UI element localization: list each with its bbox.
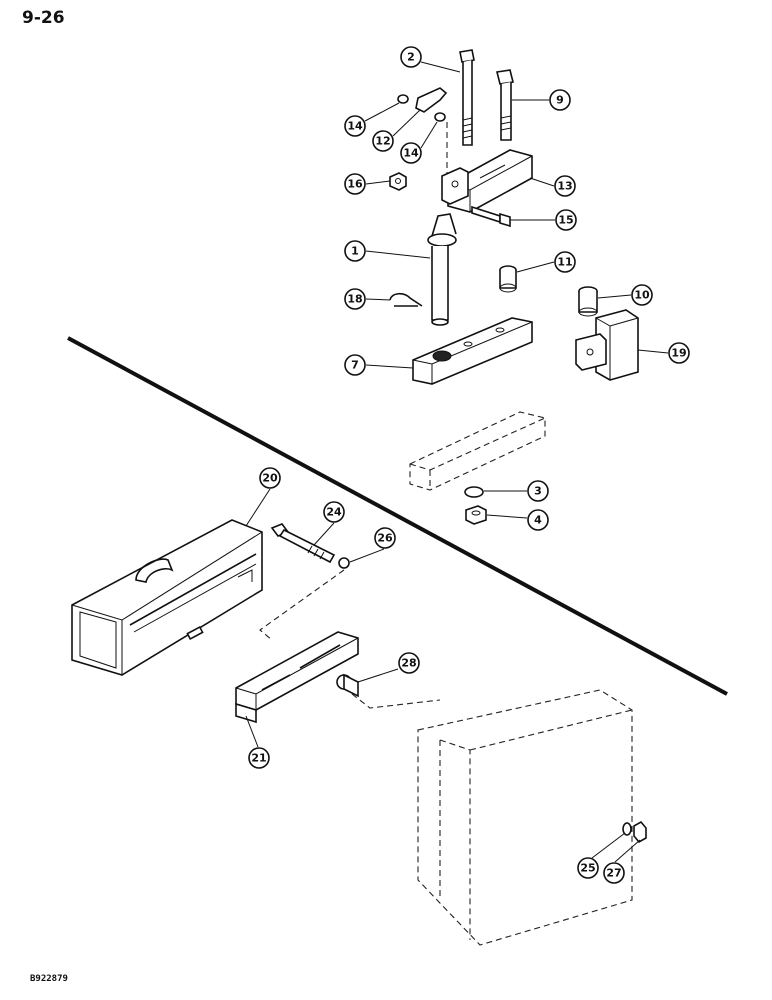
callout-25: 25 (577, 857, 599, 879)
svg-text:27: 27 (606, 867, 621, 880)
callout-16: 16 (344, 173, 366, 195)
part-bushing (499, 265, 517, 293)
callout-10: 10 (631, 284, 653, 306)
svg-text:11: 11 (557, 256, 572, 269)
part-bolt-short (496, 69, 514, 141)
part-spacer (336, 673, 359, 698)
svg-text:19: 19 (671, 347, 686, 360)
svg-text:1: 1 (351, 245, 359, 258)
part-block (412, 317, 533, 385)
part-washer (397, 94, 409, 104)
part-bracket (441, 149, 533, 213)
callout-7: 7 (344, 354, 366, 376)
svg-text:25: 25 (580, 862, 595, 875)
section-divider-line (67, 336, 728, 696)
part-washer (434, 112, 446, 122)
svg-text:7: 7 (351, 359, 359, 372)
svg-text:12: 12 (375, 135, 390, 148)
callout-2: 2 (400, 46, 422, 68)
callout-14a: 14 (344, 115, 366, 137)
callout-15: 15 (555, 209, 577, 231)
svg-text:21: 21 (251, 752, 266, 765)
part-bolt-long (270, 523, 336, 564)
part-mount-plate-phantom (409, 411, 546, 491)
svg-text:20: 20 (262, 472, 278, 485)
part-nut (389, 172, 407, 191)
part-bolt-long (459, 49, 475, 146)
part-washer (622, 822, 632, 836)
callout-4: 4 (527, 509, 549, 531)
callout-1: 1 (344, 240, 366, 262)
callout-27: 27 (603, 862, 625, 884)
part-frame-phantom (417, 689, 633, 946)
part-channel-support (235, 631, 359, 724)
callout-3: 3 (527, 480, 549, 502)
svg-text:14: 14 (347, 120, 363, 133)
callout-26: 26 (374, 527, 396, 549)
part-bolt-small (471, 205, 511, 228)
svg-text:24: 24 (326, 506, 342, 519)
part-u-bracket (575, 309, 639, 381)
part-latch (415, 87, 448, 113)
part-nut (465, 505, 487, 525)
part-bushing (578, 286, 598, 317)
svg-text:2: 2 (407, 51, 415, 64)
svg-text:18: 18 (347, 293, 362, 306)
callout-28: 28 (398, 652, 420, 674)
svg-text:4: 4 (534, 514, 542, 527)
svg-text:15: 15 (558, 214, 573, 227)
svg-text:26: 26 (377, 532, 393, 545)
callout-18: 18 (344, 288, 366, 310)
svg-text:16: 16 (347, 178, 363, 191)
part-washer (464, 486, 484, 498)
callout-20: 20 (259, 467, 281, 489)
part-lock-pin (427, 213, 457, 326)
svg-text:28: 28 (401, 657, 416, 670)
svg-text:10: 10 (634, 289, 650, 302)
part-washer (338, 557, 350, 569)
svg-text:9: 9 (556, 94, 564, 107)
callout-24: 24 (323, 501, 345, 523)
figure-code: B922879 (30, 974, 68, 984)
callout-13: 13 (554, 175, 576, 197)
callout-21: 21 (248, 747, 270, 769)
svg-text:13: 13 (557, 180, 572, 193)
svg-text:3: 3 (534, 485, 542, 498)
part-nut (633, 820, 647, 844)
callout-14b: 14 (400, 142, 422, 164)
part-toolbox (71, 519, 263, 676)
leader-lines (245, 61, 669, 863)
callout-19: 19 (668, 342, 690, 364)
callout-9: 9 (549, 89, 571, 111)
part-clip (389, 292, 423, 307)
callout-12: 12 (372, 130, 394, 152)
callout-11: 11 (554, 251, 576, 273)
svg-text:14: 14 (403, 147, 419, 160)
page-number: 9-26 (22, 8, 65, 28)
